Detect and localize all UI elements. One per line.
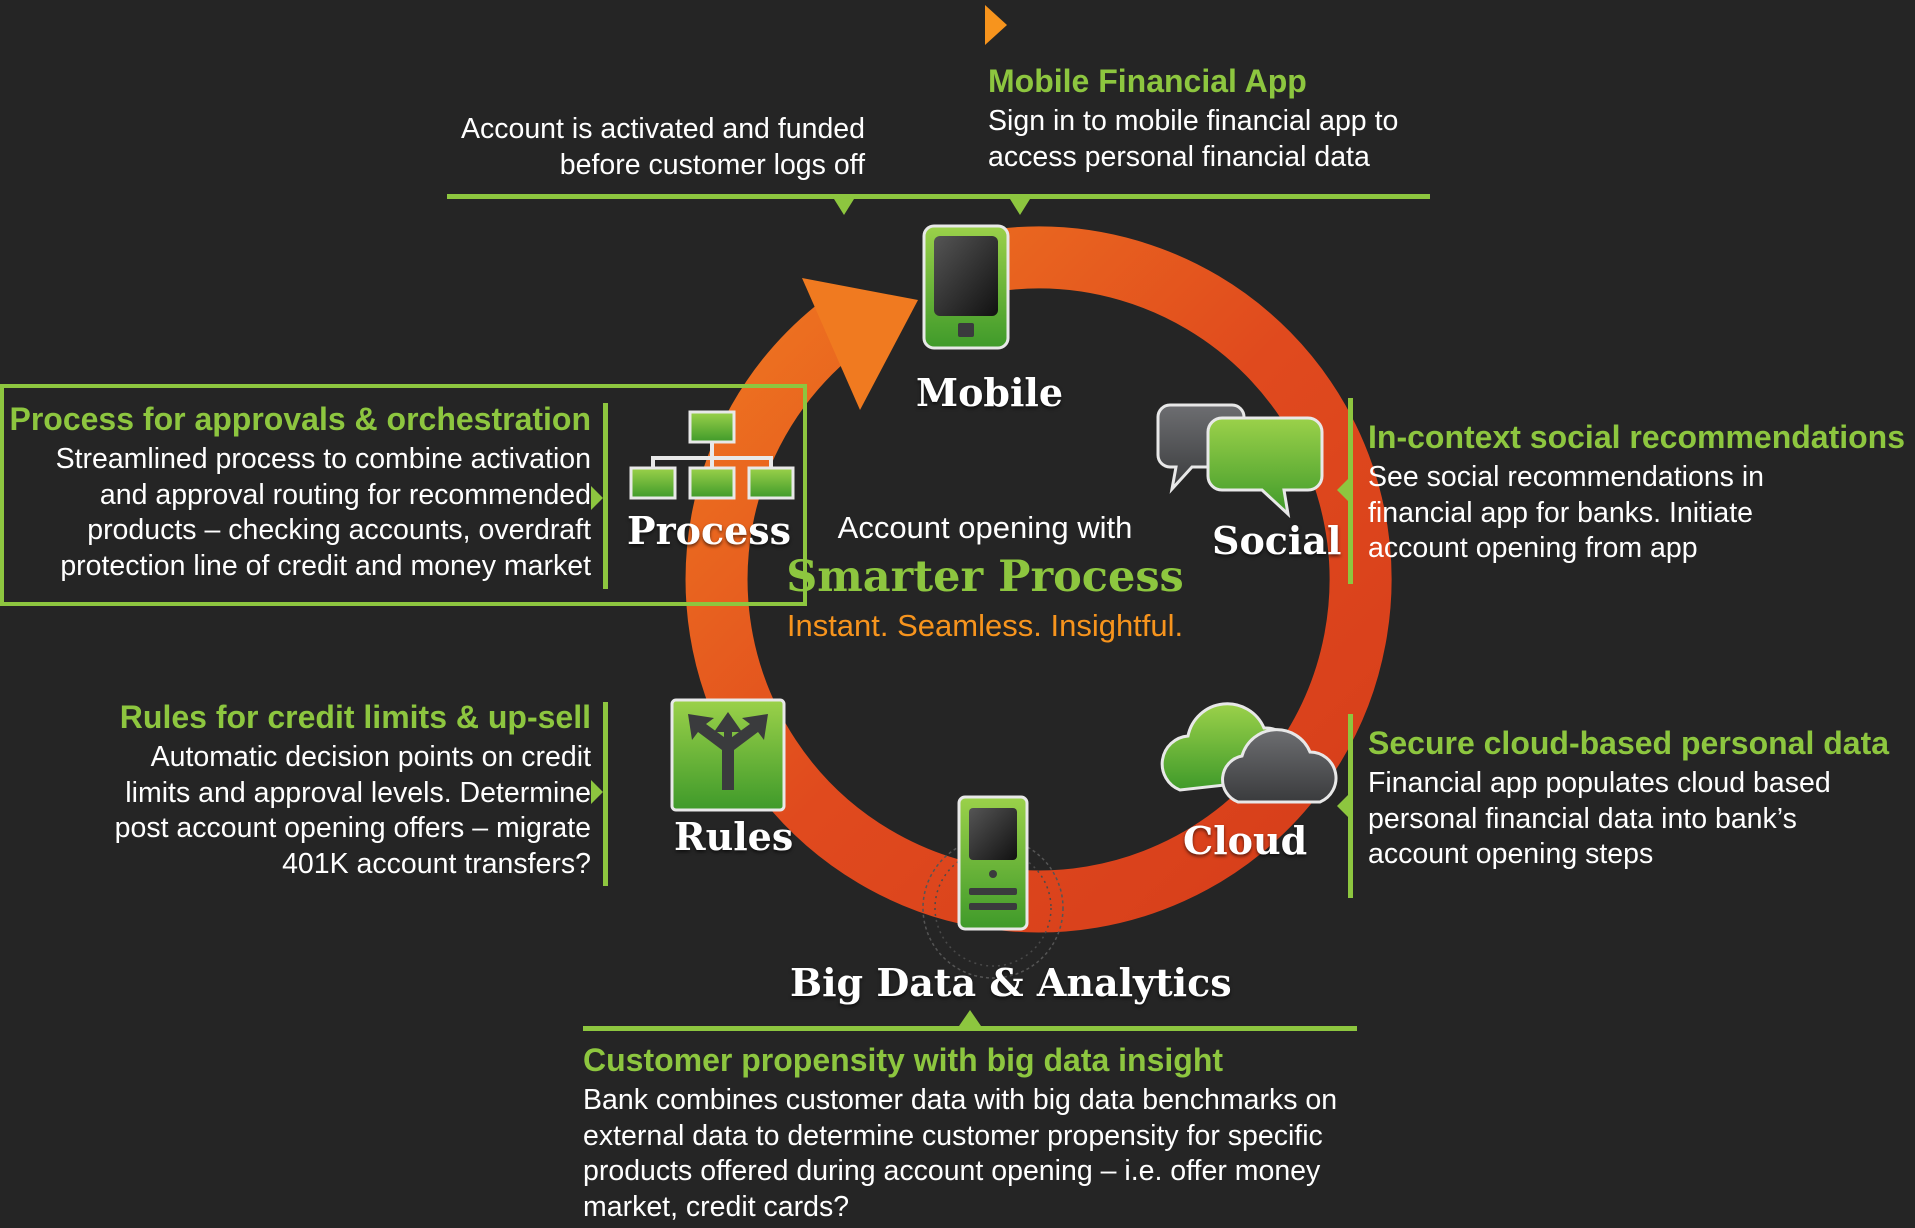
mobile-label: Mobile: [916, 370, 1064, 415]
callout-social-line: financial app for banks. Initiate: [1368, 496, 1753, 529]
callout-process-title: Process for approvals & orchestration: [9, 401, 591, 437]
callout-cloud: Secure cloud-based personal data Financi…: [1368, 724, 1913, 873]
rules-accent-bar: [603, 702, 608, 886]
callout-social-line: See social recommendations in: [1368, 461, 1765, 493]
cloud-notch: [1337, 794, 1349, 818]
callout-process-line: products – checking accounts, overdraft: [87, 514, 591, 546]
callout-cloud-line: Financial app populates cloud based: [1368, 767, 1831, 799]
callout-bigdata-line: Bank combines customer data with big dat…: [583, 1084, 1338, 1116]
center-line1: Account opening with: [837, 510, 1133, 545]
cloud-accent-bar: [1348, 714, 1353, 898]
process-label: Process: [627, 508, 792, 553]
process-highlight-box: [0, 384, 807, 606]
bigdata-label: Big Data & Analytics: [790, 960, 1232, 1005]
rules-label: Rules: [674, 814, 794, 859]
callout-mobile-app-line: Sign in to mobile financial app to: [988, 105, 1399, 137]
branching-arrows-icon: [670, 698, 786, 812]
callout-activation: Account is activated and funded before c…: [400, 112, 865, 183]
org-chart-icon: [629, 410, 795, 500]
bottom-divider: [583, 1010, 1357, 1031]
orange-pointer-icon: [985, 5, 1007, 45]
callout-bigdata-line: products offered during account opening …: [583, 1155, 1321, 1187]
cycle-ring: [685, 226, 1392, 933]
callout-mobile-app: Mobile Financial App Sign in to mobile f…: [988, 62, 1468, 175]
callout-rules: Rules for credit limits & up-sell Automa…: [60, 698, 591, 882]
callout-social: In-context social recommendations See so…: [1368, 418, 1913, 567]
callout-process-line: protection line of credit and money mark…: [60, 549, 591, 582]
callout-process-line: and approval routing for recommended: [99, 478, 591, 511]
top-divider: [447, 194, 1430, 215]
cloud-icon: [1160, 702, 1338, 804]
callout-mobile-app-line: access personal financial data: [988, 140, 1370, 173]
center-title: Smarter Process: [786, 552, 1184, 602]
callout-process-line: Streamlined process to combine activatio…: [55, 443, 591, 475]
mobile-phone-icon: [922, 224, 1010, 350]
callout-mobile-app-title: Mobile Financial App: [988, 63, 1307, 99]
callout-rules-line: post account opening offers – migrate: [114, 812, 591, 844]
callout-rules-line: Automatic decision points on credit: [150, 741, 591, 773]
callout-rules-line: 401K account transfers?: [282, 847, 591, 880]
callout-social-line: account opening from app: [1368, 532, 1698, 564]
social-label: Social: [1212, 518, 1342, 563]
callout-cloud-title: Secure cloud-based personal data: [1368, 725, 1890, 761]
process-accent-bar: [603, 403, 608, 589]
center-tagline: Account opening with Smarter Process Ins…: [760, 508, 1210, 646]
callout-social-title: In-context social recommendations: [1368, 419, 1906, 455]
callout-rules-line: limits and approval levels. Determine: [125, 776, 591, 809]
cloud-label: Cloud: [1183, 818, 1308, 863]
callout-bigdata-line: market, credit cards?: [583, 1190, 850, 1223]
callout-cloud-line: personal financial data into bank’s: [1368, 802, 1797, 835]
social-notch: [1337, 478, 1349, 502]
social-accent-bar: [1348, 398, 1353, 584]
callout-bigdata: Customer propensity with big data insigh…: [583, 1041, 1373, 1225]
callout-activation-line: before customer logs off: [559, 148, 865, 181]
center-subtitle: Instant. Seamless. Insightful.: [786, 608, 1184, 643]
callout-bigdata-title: Customer propensity with big data insigh…: [583, 1042, 1224, 1078]
chat-bubbles-icon: [1156, 403, 1324, 519]
callout-cloud-line: account opening steps: [1368, 838, 1654, 870]
server-data-icon: [922, 795, 1064, 979]
callout-bigdata-line: external data to determine customer prop…: [583, 1119, 1323, 1152]
rules-notch: [591, 780, 603, 804]
ring-arrowhead: [802, 278, 918, 410]
callout-process: Process for approvals & orchestration St…: [8, 400, 591, 584]
process-notch: [591, 486, 603, 510]
callout-rules-title: Rules for credit limits & up-sell: [119, 699, 591, 735]
callout-activation-line: Account is activated and funded: [460, 113, 865, 145]
